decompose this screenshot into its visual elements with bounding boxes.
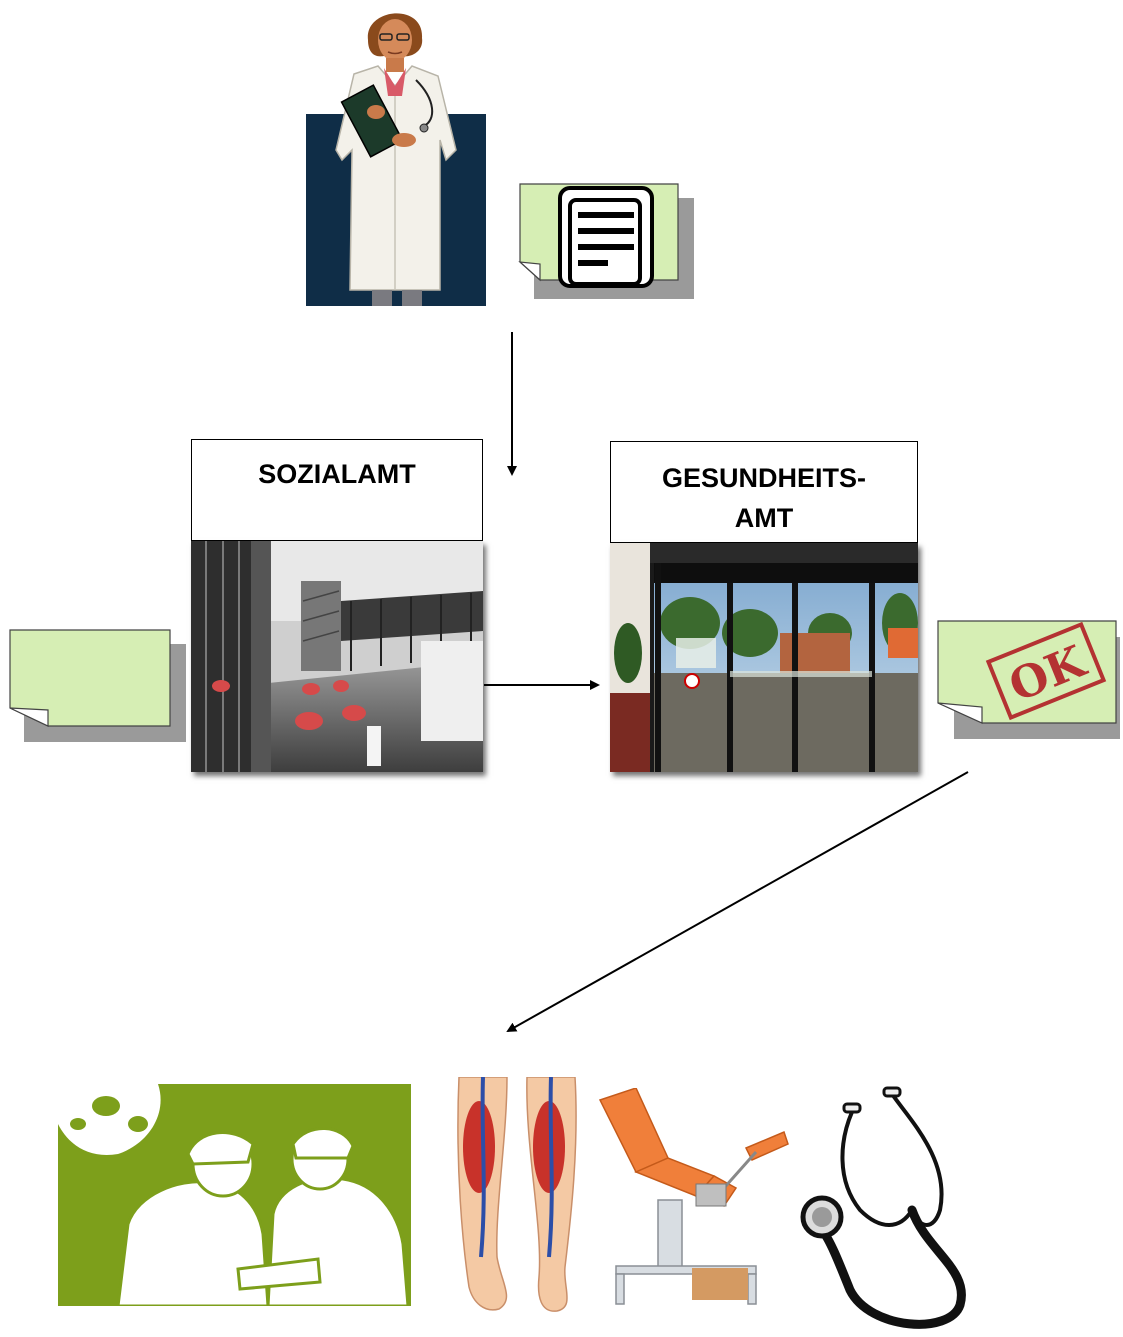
- leg-veins-illustration: [457, 1077, 577, 1312]
- blank-note: [9, 629, 186, 742]
- surgeons-icon: [58, 1084, 411, 1306]
- ok-stamped-note: OK: [937, 620, 1120, 739]
- gesundheitsamt-label-line1: GESUNDHEITS-: [661, 463, 867, 493]
- examination-chair: [598, 1088, 789, 1305]
- document-icon: [558, 186, 654, 288]
- gesundheitsamt-label: GESUNDHEITS- AMT: [610, 441, 918, 543]
- gesundheitsamt-label-line2: AMT: [734, 503, 794, 533]
- arrow-approval-to-treatments: [506, 771, 969, 1032]
- stethoscope-icon: [800, 1086, 966, 1329]
- sozialamt-label: SOZIALAMT: [191, 439, 483, 541]
- doctor-clipart: [306, 13, 486, 306]
- sozialamt-photo: [191, 541, 483, 772]
- gesundheitsamt-photo: [610, 543, 918, 772]
- sozialamt-label-text: SOZIALAMT: [258, 459, 416, 489]
- document-note: [518, 183, 694, 299]
